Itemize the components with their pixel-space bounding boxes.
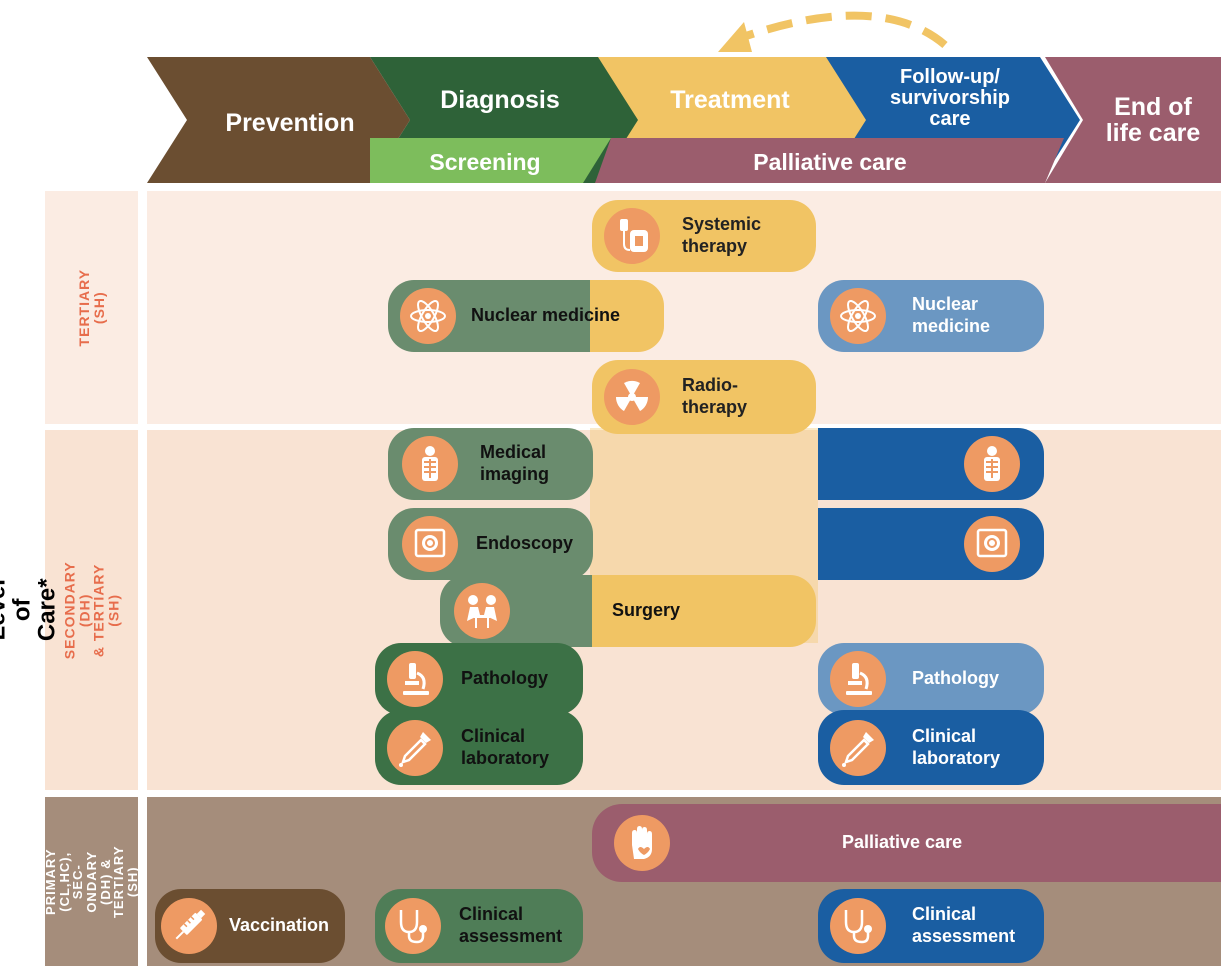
- vaccination-label: Vaccination: [229, 915, 330, 936]
- microscope-icon: [387, 651, 443, 707]
- secondary-row-bg: [45, 430, 138, 790]
- xray-person-icon: [964, 436, 1020, 492]
- clinical-lab-follow-label: Clinical laboratory: [912, 725, 1001, 768]
- clinical-assessment-diag-label: Clinical assessment: [459, 904, 563, 946]
- clinical-assessment-follow-label: Clinical assessment: [912, 904, 1016, 946]
- endoscopy-diag-label: Endoscopy: [476, 533, 574, 554]
- surgeons-icon: [454, 583, 510, 639]
- tertiary-row-bg: [45, 191, 138, 424]
- pipette-icon: [387, 720, 443, 776]
- stage-diagnosis: Diagnosis: [440, 85, 560, 114]
- pathology-follow-pill: Pathology: [818, 643, 1044, 715]
- stage-followup: Follow-up/ survivorship care: [889, 65, 1011, 130]
- atom-icon: [400, 288, 456, 344]
- radiotherapy-label: Radio- therapy: [682, 375, 748, 417]
- vaccination-pill: Vaccination: [155, 889, 345, 963]
- microscope-icon: [830, 651, 886, 707]
- hand-icon: [614, 815, 670, 871]
- stage-treatment: Treatment: [670, 85, 790, 114]
- iv-drip-icon: [604, 208, 660, 264]
- band-palliative: [595, 138, 1064, 183]
- stethoscope-icon: [830, 898, 886, 954]
- endoscope-monitor-icon: [964, 516, 1020, 572]
- nuclear-medicine-diag-pill: Nuclear medicine: [388, 280, 664, 352]
- level-label-tertiary: TERTIARY (SH): [75, 268, 107, 347]
- nuclear-medicine-diag-label: Nuclear medicine: [471, 305, 621, 326]
- endoscopy-diag-pill: Endoscopy: [388, 508, 593, 580]
- syringe-icon: [161, 898, 217, 954]
- chevron-prevention: [147, 57, 410, 183]
- stage-end-of-life: End of life care: [1105, 92, 1201, 147]
- pathology-diag-label: Pathology: [461, 668, 549, 689]
- systemic-therapy-label: Systemic therapy: [682, 214, 762, 256]
- palliative-care-pill: Palliative care: [592, 804, 1221, 882]
- level-label-primary: PRIMARY (CL,HC), SEC- ONDARY (DH) & TERT…: [42, 845, 140, 918]
- clinical-lab-diag-pill: Clinical laboratory: [375, 710, 583, 785]
- medical-imaging-follow-pill: [818, 428, 1044, 500]
- sub-stage-palliative: Palliative care: [753, 148, 907, 175]
- pipette-icon: [830, 720, 886, 776]
- band-screening: [370, 138, 611, 183]
- radiotherapy-pill: Radio- therapy: [592, 360, 816, 434]
- systemic-therapy-pill: Systemic therapy: [592, 200, 816, 272]
- level-label-secondary: SECONDARY (DH) & TERTIARY (SH): [61, 560, 122, 659]
- surgery-pill: Surgery: [440, 575, 816, 647]
- recurrence-arrow: [718, 11, 948, 52]
- primary-row-bg: [45, 797, 138, 966]
- stethoscope-icon: [385, 898, 441, 954]
- medical-imaging-diag-pill: Medical imaging: [388, 428, 593, 500]
- stage-chevrons: [147, 57, 1221, 183]
- clinical-lab-follow-pill: Clinical laboratory: [818, 710, 1044, 785]
- clinical-lab-diag-label: Clinical laboratory: [461, 725, 550, 768]
- surgery-label: Surgery: [612, 600, 681, 621]
- stage-prevention: Prevention: [225, 108, 355, 137]
- endoscopy-follow-pill: [818, 508, 1044, 580]
- nuclear-medicine-follow-pill: Nuclear medicine: [818, 280, 1044, 352]
- medical-imaging-diag-label: Medical imaging: [480, 442, 550, 484]
- axis-label: Level of Care*: [0, 578, 61, 642]
- endoscope-monitor-icon: [402, 516, 458, 572]
- clinical-assessment-diag-pill: Clinical assessment: [375, 889, 583, 963]
- chevron-end-of-life: [1045, 57, 1221, 183]
- radiation-icon: [604, 369, 660, 425]
- sub-stage-screening: Screening: [429, 148, 541, 175]
- nuclear-medicine-follow-label: Nuclear medicine: [912, 294, 991, 336]
- atom-icon: [830, 288, 886, 344]
- pathology-follow-label: Pathology: [912, 668, 1000, 689]
- palliative-care-label: Palliative care: [842, 832, 963, 853]
- clinical-assessment-follow-pill: Clinical assessment: [818, 889, 1044, 963]
- pathology-diag-pill: Pathology: [375, 643, 583, 715]
- xray-person-icon: [402, 436, 458, 492]
